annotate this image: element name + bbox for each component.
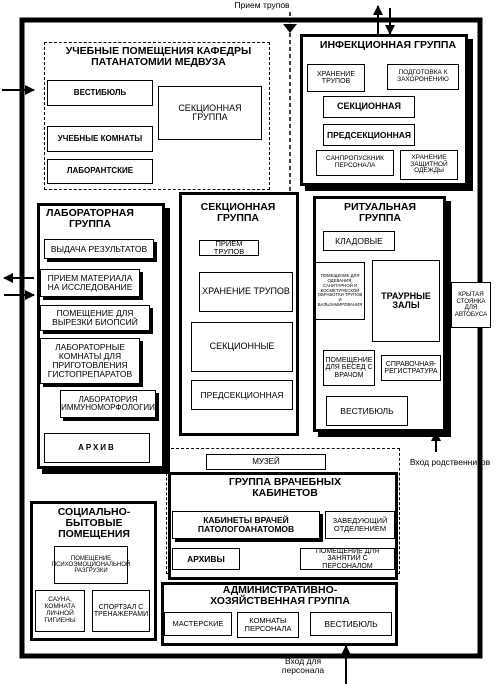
sectional-title: Секционная группа	[200, 201, 276, 225]
teaching-vestibule: Вестибюль	[47, 80, 153, 106]
lab-biopsy: Помещение для вырезки биопсий	[40, 305, 150, 331]
teaching-classrooms: Учебные комнаты	[47, 126, 153, 152]
relatives-entry-label: Вход родственников	[409, 457, 491, 467]
sectional-reception: Прием трупов	[199, 240, 259, 256]
admin-workshops: Мастерские	[164, 612, 232, 636]
ritual-talk-room: Помещение для бесед с врачом	[323, 350, 375, 386]
ritual-title: Ритуальная группа	[343, 201, 417, 225]
parking: Крытая стоянка для автобуса	[451, 282, 491, 328]
infectious-prep-burial: Подготовка к захоронению	[387, 64, 459, 90]
lab-title: Лабораторная группа	[46, 207, 134, 231]
lab-results: Выдача результатов	[44, 239, 154, 259]
ritual-vestibule: Вестибюль	[326, 396, 408, 426]
admin-staff-rooms: Комнаты персонала	[237, 612, 299, 638]
lab-archive: Архив	[44, 433, 150, 463]
museum: Музей	[206, 454, 326, 470]
doctors-head: Заведующий отделением	[325, 511, 395, 539]
ritual-storerooms: Кладовые	[323, 231, 395, 251]
ritual-dressing: Помещение для одевания, санитарной и кос…	[315, 262, 365, 320]
social-relief: Помещение психоэмоциональной разгрузки	[52, 546, 130, 584]
infectious-sanitary: Санпропускник персонала	[316, 150, 394, 176]
teaching-sectional: Секционная группа	[158, 86, 262, 140]
lab-prep-rooms: Лабораторные комнаты для приготовления г…	[40, 338, 140, 384]
ritual-info-desk: Справочная-регистратура	[381, 355, 441, 381]
ritual-mourning: Траурные залы	[372, 260, 440, 342]
top-entry-label: Прием трупов	[234, 0, 290, 10]
teaching-lab-assistants: Лаборантские	[47, 159, 153, 184]
infectious-sectional: Секционная	[323, 96, 415, 118]
sectional-storage: Хранение трупов	[199, 272, 293, 312]
doctors-archives: Архивы	[172, 548, 240, 570]
social-gym: Спортзал с тренажерами	[92, 590, 150, 632]
social-sauna: Сауна, комната личной гигиены	[35, 590, 85, 632]
social-title: Социально-бытовые помещения	[57, 506, 131, 541]
admin-title: Административно-хозяйственная группа	[210, 584, 350, 608]
doctors-staff-room: Помещение для занятий с персоналом	[300, 548, 395, 570]
lab-immuno: Лаборатория иммуноморфологии	[60, 390, 156, 418]
staff-entry-label: Вход для персонала	[281, 656, 325, 676]
infectious-presectional: Предсекционная	[323, 124, 415, 146]
infectious-clothing: Хранение защитной одежды	[400, 150, 458, 180]
doctors-pathologists: Кабинеты врачей патологоанатомов	[172, 511, 320, 539]
teaching-title: Учебные помещения кафедры патанатомии ме…	[65, 45, 252, 69]
sectional-presectional: Предсекционная	[191, 380, 293, 410]
outer-wall	[19, 17, 483, 659]
lab-intake: Прием материала на исследование	[40, 269, 140, 297]
doctors-title: Группа врачебных кабинетов	[228, 476, 342, 500]
admin-vestibule: Вестибюль	[310, 612, 392, 636]
teaching-group	[44, 42, 270, 190]
infectious-storage: Хранение трупов	[307, 64, 365, 92]
sectional-rooms: Секционные	[191, 322, 293, 372]
infectious-title: Инфекционная группа	[319, 39, 457, 51]
